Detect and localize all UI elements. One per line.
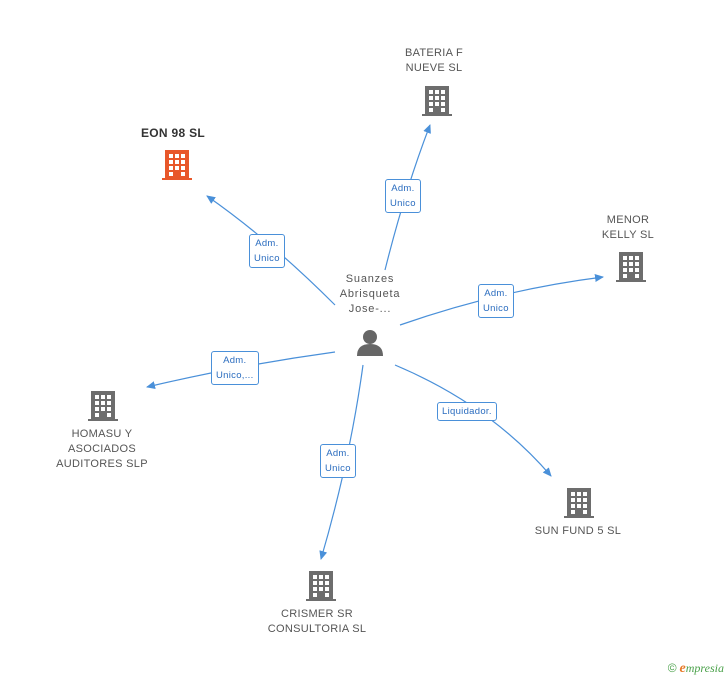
building-icon[interactable] [615, 251, 647, 288]
company-label-crismer[interactable]: CRISMER SR CONSULTORIA SL [267, 608, 367, 635]
copyright-icon: © [667, 661, 677, 675]
brand-logo-text: mpresia [685, 661, 724, 675]
building-icon[interactable] [305, 570, 337, 607]
brand-logo-initial: e [679, 661, 686, 676]
edge-label-bateria[interactable]: Adm. Unico [385, 179, 421, 213]
company-label-bateria[interactable]: BATERIA F NUEVE SL [404, 47, 464, 74]
edge-label-menor[interactable]: Adm. Unico [478, 284, 514, 318]
edge-label-sunfund[interactable]: Liquidador. [437, 402, 497, 421]
brand-footer[interactable]: ©empresia [668, 661, 724, 677]
company-label-menor[interactable]: MENOR KELLY SL [601, 214, 655, 241]
edge-label-homasu[interactable]: Adm. Unico,... [211, 351, 259, 385]
building-icon[interactable] [563, 487, 595, 524]
edge-label-eon98[interactable]: Adm. Unico [249, 234, 285, 268]
building-icon[interactable] [421, 85, 453, 122]
company-label-homasu[interactable]: HOMASU Y ASOCIADOS AUDITORES SLP [56, 428, 148, 470]
person-label[interactable]: Suanzes Abrisqueta Jose-... [339, 273, 401, 315]
building-icon[interactable] [161, 149, 193, 186]
company-label-sunfund[interactable]: SUN FUND 5 SL [534, 525, 622, 537]
building-icon[interactable] [87, 390, 119, 427]
person-icon[interactable] [357, 330, 383, 356]
edge-label-crismer[interactable]: Adm. Unico [320, 444, 356, 478]
company-label-eon98[interactable]: EON 98 SL [140, 126, 206, 140]
